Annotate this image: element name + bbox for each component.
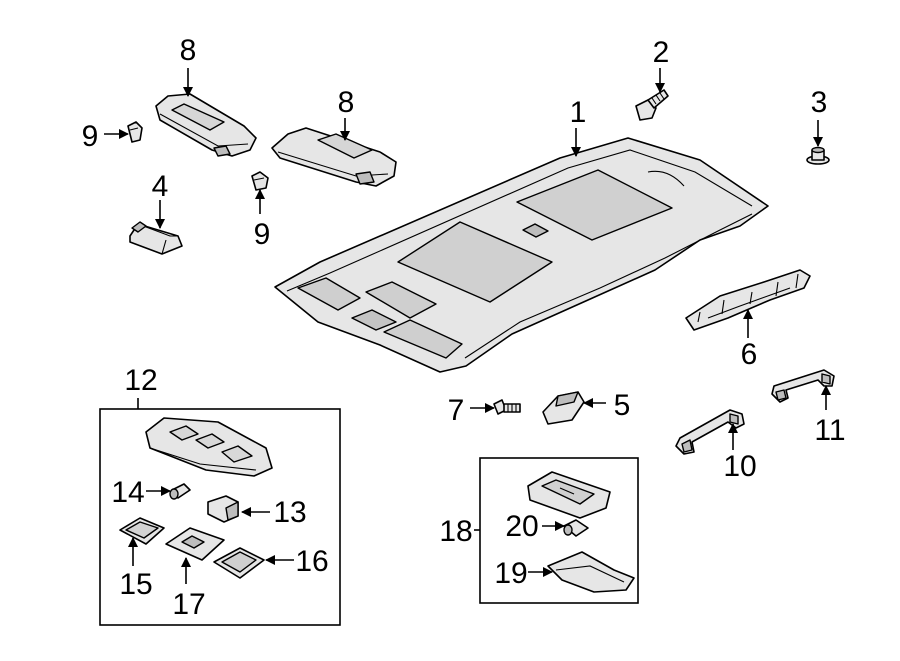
callout-labels: 1 2 3 4 5 6 7 8 8 9 9 10 11 12 13 14 15 … [82, 34, 846, 621]
callout-2: 2 [653, 36, 670, 69]
callout-8a: 8 [180, 34, 197, 67]
grab-handle-a-part [675, 409, 745, 455]
callout-15: 15 [119, 568, 152, 601]
sun-visor-right-part [271, 127, 397, 187]
lens-16-part [213, 547, 265, 579]
bracket-part [542, 391, 585, 425]
switch-13-part [207, 495, 239, 523]
housing-17-part [165, 527, 225, 561]
rail-part [685, 269, 811, 331]
callout-13: 13 [273, 496, 306, 529]
lens-19-part [547, 551, 635, 593]
lens-15-part [119, 517, 165, 545]
clip-part [806, 146, 830, 165]
callout-1: 1 [570, 96, 587, 129]
callout-7: 7 [448, 394, 465, 427]
callout-16: 16 [295, 545, 328, 578]
bulb-14-part [169, 483, 191, 500]
console-group-box [99, 408, 341, 626]
callout-19: 19 [494, 557, 527, 590]
headliner-part [274, 137, 769, 373]
grab-handle-b-part [771, 369, 835, 403]
callout-9b: 9 [254, 218, 271, 251]
callout-20: 20 [505, 510, 538, 543]
leader-lines [104, 68, 831, 584]
callout-4: 4 [152, 170, 169, 203]
callout-5: 5 [614, 389, 631, 422]
callout-8b: 8 [338, 86, 355, 119]
lamp-part [129, 221, 183, 255]
callout-17: 17 [172, 588, 205, 621]
overhead-console-part [145, 417, 273, 477]
bulb-20-part [563, 519, 589, 537]
sun-visor-left-part [155, 93, 257, 157]
callout-6: 6 [741, 338, 758, 371]
bolt-part [635, 89, 669, 121]
callout-18: 18 [439, 515, 472, 548]
visor-clip-b-part [251, 171, 269, 191]
callout-10: 10 [723, 450, 756, 483]
callout-12: 12 [124, 364, 157, 397]
screw-part [493, 399, 521, 415]
callout-3: 3 [811, 86, 828, 119]
map-lamp-housing-part [527, 471, 611, 519]
visor-clip-a-part [127, 121, 143, 143]
callout-9a: 9 [82, 120, 99, 153]
callout-11: 11 [814, 414, 845, 447]
callout-14: 14 [111, 476, 144, 509]
